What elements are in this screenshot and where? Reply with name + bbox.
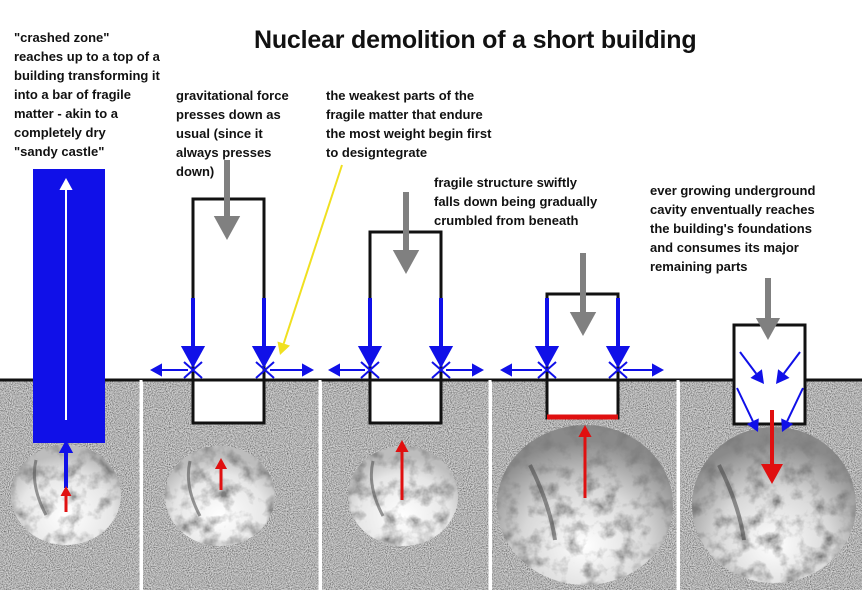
spread-arrow-right-4 [623, 363, 664, 377]
crashed-zone-bar [33, 169, 105, 443]
spread-arrow-left-2 [150, 363, 188, 377]
load-arrow-left-3 [357, 298, 383, 368]
inward-arrow-upper-left-5 [739, 351, 764, 384]
spread-arrow-left-3 [328, 363, 365, 377]
load-arrow-right-2 [251, 298, 277, 368]
cavity-crack-large-1 [528, 464, 557, 541]
load-arrow-right-3 [428, 298, 454, 368]
building-base-3 [368, 378, 443, 425]
note-growing-cavity: ever growing underground cavity enventua… [650, 183, 816, 274]
inward-arrow-lower-left-5-shaft [736, 387, 754, 422]
gravity-arrow-3 [392, 192, 420, 274]
crash-arrow-4 [578, 425, 592, 498]
cavity-crack-2 [186, 460, 202, 517]
weak-point-left-3 [360, 361, 380, 379]
crash-arrow-3-head [395, 440, 409, 452]
inward-arrow-lower-left-5-head [746, 418, 759, 432]
inward-arrow-upper-right-5-shaft [782, 351, 801, 375]
cavity-small-2 [165, 446, 275, 546]
cavity-crack-1 [32, 459, 48, 516]
load-arrow-right-4-head [605, 346, 631, 368]
load-arrow-left-3-head [357, 346, 383, 368]
pointer-arrow-yellow-head [277, 341, 290, 355]
gravity-arrow-4-head [569, 312, 597, 336]
gravity-arrow-2-head [213, 216, 241, 240]
spread-arrow-left-2-head [150, 363, 162, 377]
crash-upward-arrow-red [60, 486, 72, 512]
crash-arrow-3 [395, 440, 409, 500]
crash-upward-arrow-red-head [60, 486, 72, 496]
cavity-large-2 [692, 427, 856, 583]
cavity-large-1 [497, 425, 673, 585]
gravity-arrow-2 [213, 160, 241, 240]
crash-arrow-2 [214, 458, 228, 490]
inward-arrow-lower-right-5 [781, 387, 804, 432]
crash-upward-arrow-white [59, 178, 73, 420]
spread-arrow-right-2 [270, 363, 314, 377]
spread-arrow-left-4-head [500, 363, 512, 377]
gravity-arrow-4 [569, 253, 597, 336]
building-remnant-5 [732, 323, 807, 426]
load-arrow-left-2 [180, 298, 206, 368]
pointer-arrow-yellow [277, 164, 343, 355]
spread-arrow-right-3 [446, 363, 484, 377]
panel-frames [139, 380, 680, 590]
note-gravitational-force: gravitational force presses down as usua… [176, 88, 289, 179]
crash-upward-arrow-blue-head [58, 440, 74, 453]
inward-arrow-upper-left-5-head [750, 369, 764, 384]
panel-group [0, 160, 862, 590]
inward-arrow-upper-right-5-head [776, 369, 790, 384]
spread-arrow-right-3-head [472, 363, 484, 377]
gravity-arrow-5 [755, 278, 781, 340]
load-arrow-right-2-head [251, 346, 277, 368]
crash-upward-arrow-blue [58, 440, 74, 488]
load-arrow-right-4 [605, 298, 631, 368]
building-base-4 [545, 378, 620, 420]
weak-point-right-2 [255, 361, 275, 379]
load-arrow-right-3-head [428, 346, 454, 368]
spread-arrow-left-3-head [328, 363, 340, 377]
note-crashed-zone: "crashed zone" reaches up to a top of a … [14, 30, 160, 159]
note-weakest-parts: the weakest parts of the fragile matter … [326, 88, 492, 160]
note-fragile-structure: fragile structure swiftly falls down bei… [434, 175, 598, 228]
load-arrow-left-4 [534, 298, 560, 368]
crash-upward-arrow-white-head [59, 178, 73, 190]
collapse-arrow-5-head [761, 464, 783, 484]
spread-arrow-left-4 [500, 363, 542, 377]
crash-arrow-4-head [578, 425, 592, 437]
crash-arrow-2-head [214, 458, 228, 469]
load-arrow-left-4-head [534, 346, 560, 368]
weak-point-left-4 [537, 361, 557, 379]
inward-arrow-lower-right-5-shaft [786, 387, 804, 422]
spread-arrow-right-4-head [652, 363, 664, 377]
weak-point-right-3 [431, 361, 451, 379]
inward-arrow-lower-right-5-head [781, 418, 794, 432]
building-base-2 [191, 378, 266, 425]
inward-arrow-upper-left-5-shaft [739, 351, 758, 375]
cavity-crack-large-2 [717, 464, 746, 541]
weak-point-left-2 [183, 361, 203, 379]
inward-arrow-upper-right-5 [776, 351, 801, 384]
weak-point-right-4 [608, 361, 628, 379]
collapse-arrow-5 [761, 410, 783, 484]
diagram-title: Nuclear demolition of a short building [254, 26, 697, 54]
spread-arrow-right-2-head [302, 363, 314, 377]
inward-arrow-lower-left-5 [736, 387, 759, 432]
gravity-arrow-5-head [755, 318, 781, 340]
gravity-arrow-3-head [392, 250, 420, 274]
load-arrow-left-2-head [180, 346, 206, 368]
pointer-arrow-yellow-shaft [282, 164, 343, 344]
cavity-crack-3 [369, 460, 385, 517]
